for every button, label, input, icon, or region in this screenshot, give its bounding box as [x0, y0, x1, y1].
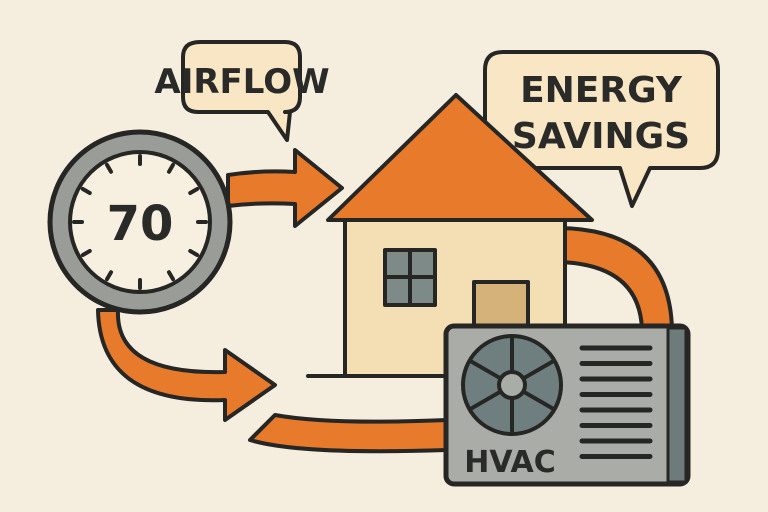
tick-mark [80, 249, 92, 257]
fan-icon [461, 334, 563, 436]
airflow-arrows [96, 148, 674, 454]
arrow-hvac-return [248, 413, 449, 454]
tick-mark [80, 187, 92, 195]
tick-mark [188, 187, 200, 195]
thermostat-ticks [72, 154, 208, 290]
window-icon [383, 248, 437, 307]
hvac-unit: HVAC [443, 323, 691, 487]
tick-mark [167, 162, 175, 174]
energy-label-line2: SAVINGS [512, 116, 690, 157]
airflow-label: AIRFLOW [154, 62, 329, 102]
arrow-thermostat-to-house [226, 148, 344, 228]
tick-mark [105, 162, 113, 174]
thermostat-temperature: 70 [107, 196, 174, 252]
tick-mark [167, 270, 175, 282]
house-roof [326, 93, 594, 222]
hvac-label: HVAC [464, 445, 556, 480]
energy-savings-bubble: ENERGY SAVINGS [483, 50, 720, 208]
tick-mark [105, 270, 113, 282]
energy-label-line1: ENERGY [520, 70, 683, 111]
vent-lines [579, 345, 653, 459]
door [472, 280, 530, 332]
airflow-bubble: AIRFLOW [154, 40, 330, 142]
thermostat: 70 [47, 129, 233, 315]
tick-mark [188, 249, 200, 257]
arrow-thermostat-to-hvac [96, 308, 277, 422]
